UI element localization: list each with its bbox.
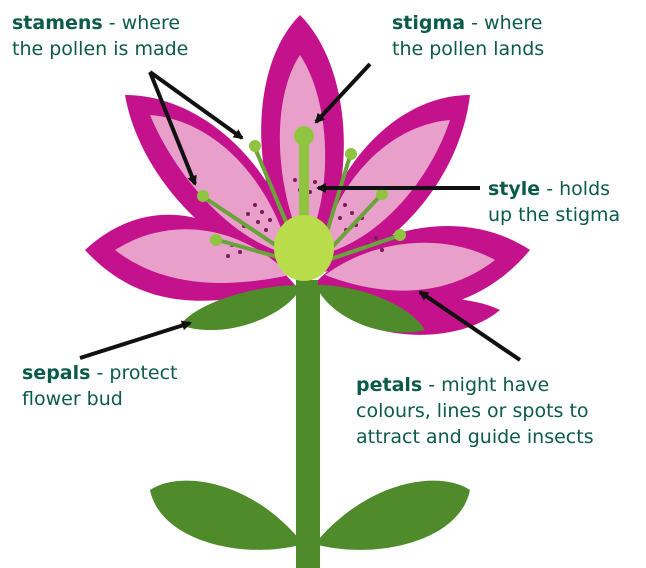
label-petals-desc3: attract and guide insects — [356, 426, 594, 448]
label-sepals-term: sepals — [22, 362, 90, 384]
stem — [296, 280, 320, 568]
label-stigma-term: stigma — [392, 12, 465, 34]
label-petals-term: petals — [356, 374, 422, 396]
left-leaf — [150, 481, 300, 550]
stigma — [294, 126, 314, 146]
label-style-term: style — [488, 178, 540, 200]
label-style-desc1: - holds — [540, 178, 610, 200]
label-stamens-desc1: - where — [103, 12, 180, 34]
label-sepals-desc1: - protect — [90, 362, 177, 384]
label-sepals: sepals - protect flower bud — [22, 360, 178, 412]
label-sepals-desc2: flower bud — [22, 388, 123, 410]
label-petals-desc1: - might have — [422, 374, 549, 396]
ovary — [274, 215, 334, 281]
label-stamens: stamens - where the pollen is made — [12, 10, 188, 62]
label-stigma-desc2: the pollen lands — [392, 38, 544, 60]
label-style-desc2: up the stigma — [488, 204, 620, 226]
label-stigma-desc1: - where — [465, 12, 542, 34]
label-style: style - holds up the stigma — [488, 176, 620, 228]
right-leaf — [318, 481, 470, 550]
label-petals: petals - might have colours, lines or sp… — [356, 372, 594, 450]
label-petals-desc2: colours, lines or spots to — [356, 400, 589, 422]
label-stigma: stigma - where the pollen lands — [392, 10, 544, 62]
label-stamens-term: stamens — [12, 12, 103, 34]
label-stamens-desc2: the pollen is made — [12, 38, 188, 60]
arrow-sepals — [80, 323, 190, 358]
